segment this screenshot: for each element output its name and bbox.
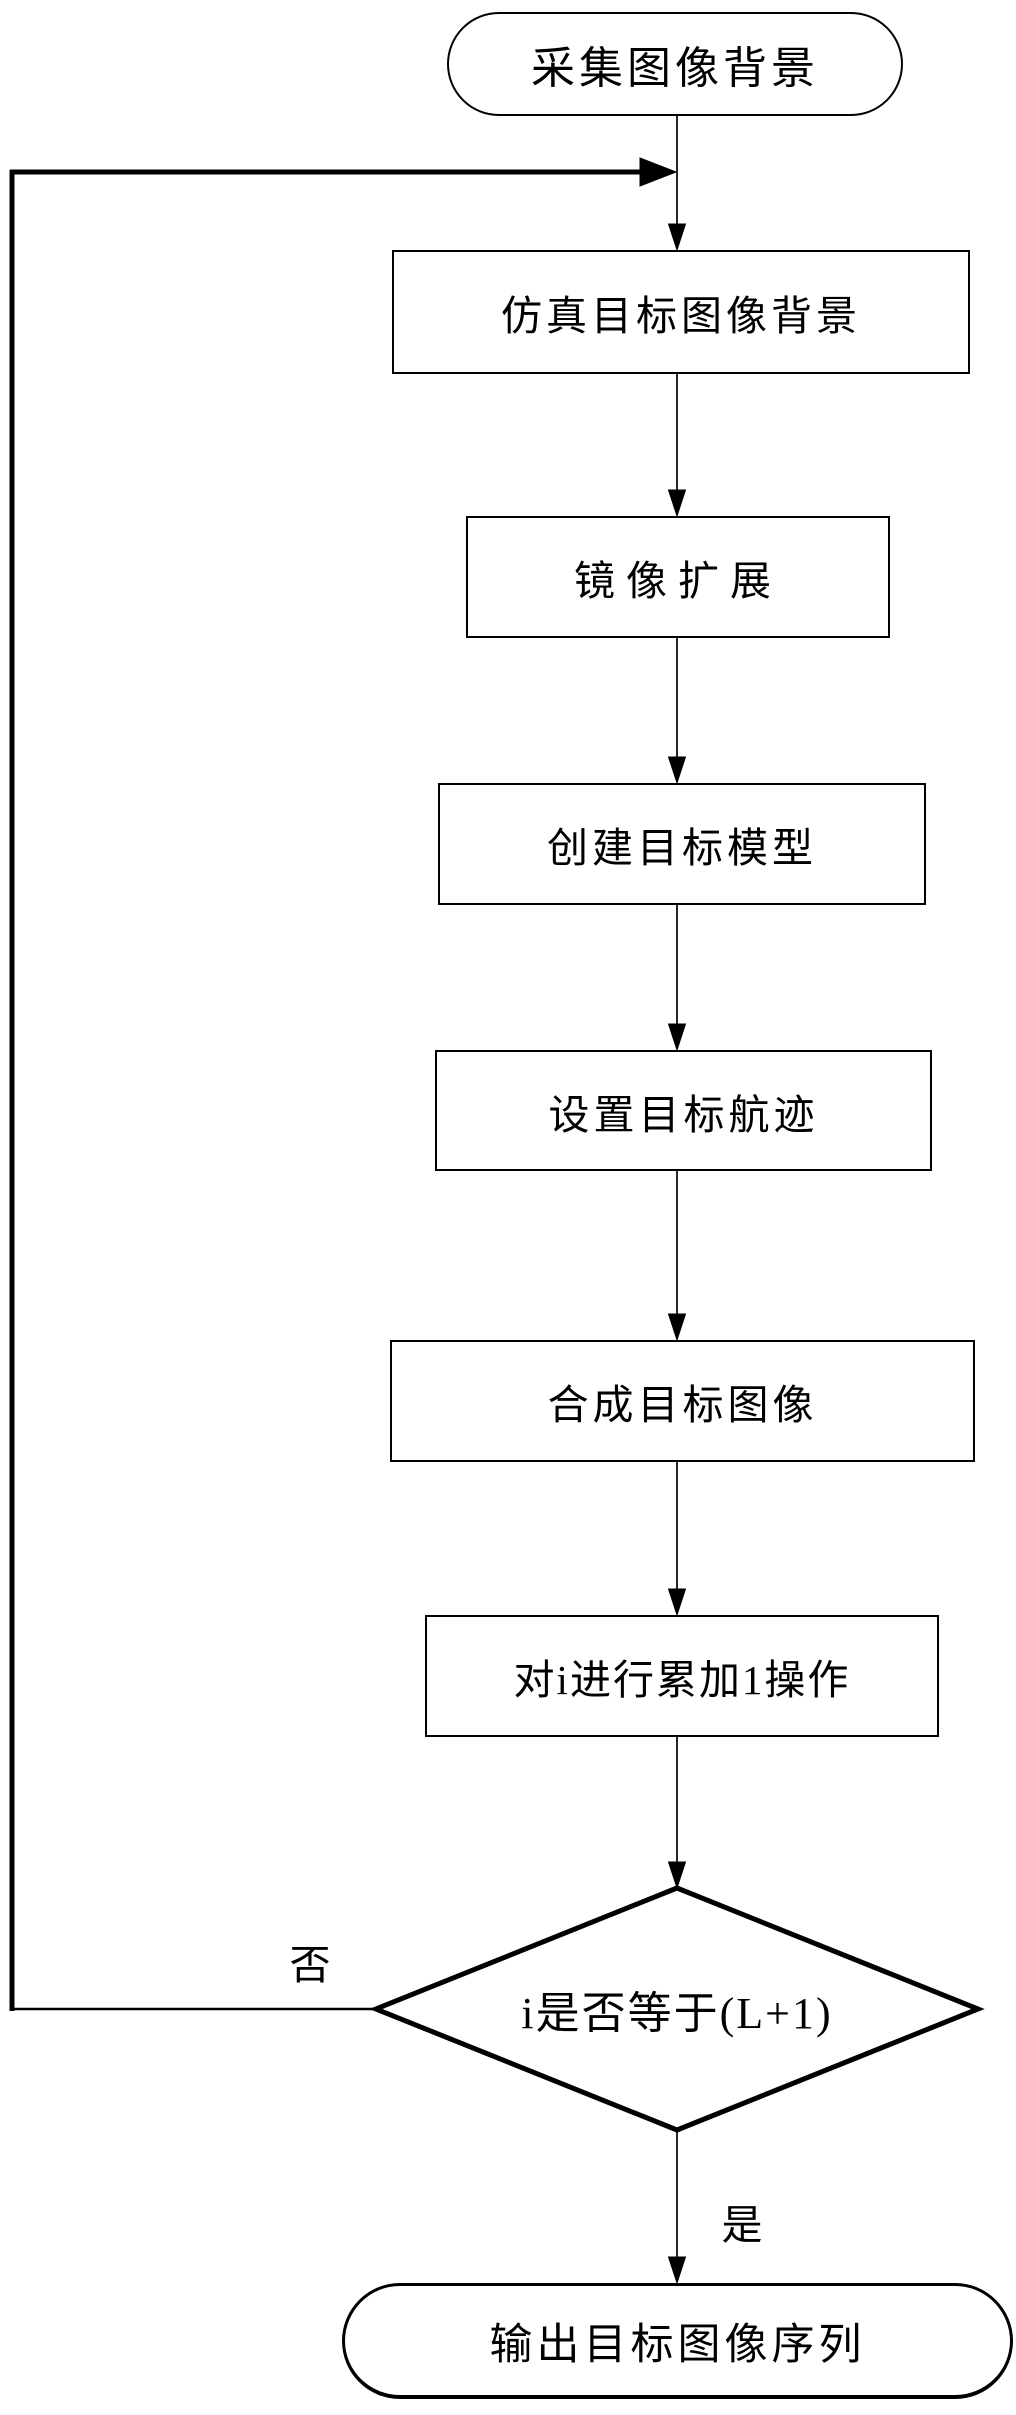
arrowhead-icon — [667, 1313, 687, 1342]
arrowhead-icon — [667, 223, 687, 252]
node-mirror-extend: 镜像扩展 — [466, 516, 890, 638]
node-set-track-label: 设置目标航迹 — [548, 1091, 819, 1138]
node-create-model: 创建目标模型 — [438, 783, 926, 905]
branch-label-no: 否 — [280, 1932, 340, 1990]
branch-yes-text: 是 — [721, 2202, 763, 2248]
edge-p4-to-p5 — [667, 1171, 687, 1342]
edge-p6-to-decision — [667, 1737, 687, 1890]
node-mirror-extend-label: 镜像扩展 — [574, 558, 782, 604]
arrowhead-icon — [667, 489, 687, 518]
loop-back-connector — [9, 157, 678, 2011]
branch-label-yes: 是 — [712, 2192, 772, 2250]
node-simulate-background-label: 仿真目标图像背景 — [501, 293, 861, 339]
node-decision-check-i: i是否等于(L+1) — [427, 1969, 927, 2049]
node-end-terminal: 输出目标图像序列 — [342, 2283, 1013, 2399]
node-create-model-label: 创建目标模型 — [547, 825, 817, 871]
node-synthesize-image: 合成目标图像 — [390, 1340, 975, 1462]
node-decision-label: i是否等于(L+1) — [521, 1989, 833, 2038]
node-end-label: 输出目标图像序列 — [489, 2321, 866, 2369]
branch-no-text: 否 — [289, 1942, 331, 1988]
arrowhead-icon — [667, 2256, 687, 2285]
edge-start-to-p1 — [667, 116, 687, 252]
arrowhead-icon — [667, 1861, 687, 1890]
edge-p3-to-p4 — [667, 905, 687, 1052]
edge-p1-to-p2 — [667, 374, 687, 518]
loop-arrowhead-icon — [639, 157, 678, 187]
arrowhead-icon — [667, 1023, 687, 1052]
edge-decision-to-end — [667, 2130, 687, 2285]
node-synthesize-image-label: 合成目标图像 — [547, 1382, 818, 1428]
edge-p2-to-p3 — [667, 638, 687, 785]
node-increment-i: 对i进行累加1操作 — [425, 1615, 939, 1737]
node-increment-i-label: 对i进行累加1操作 — [513, 1657, 851, 1703]
arrowhead-icon — [667, 756, 687, 785]
node-set-track: 设置目标航迹 — [435, 1050, 932, 1171]
arrowhead-icon — [667, 1588, 687, 1617]
node-start-label: 采集图像背景 — [531, 44, 819, 93]
node-start-terminal: 采集图像背景 — [447, 12, 903, 116]
node-simulate-background: 仿真目标图像背景 — [392, 250, 970, 374]
edge-p5-to-p6 — [667, 1462, 687, 1617]
